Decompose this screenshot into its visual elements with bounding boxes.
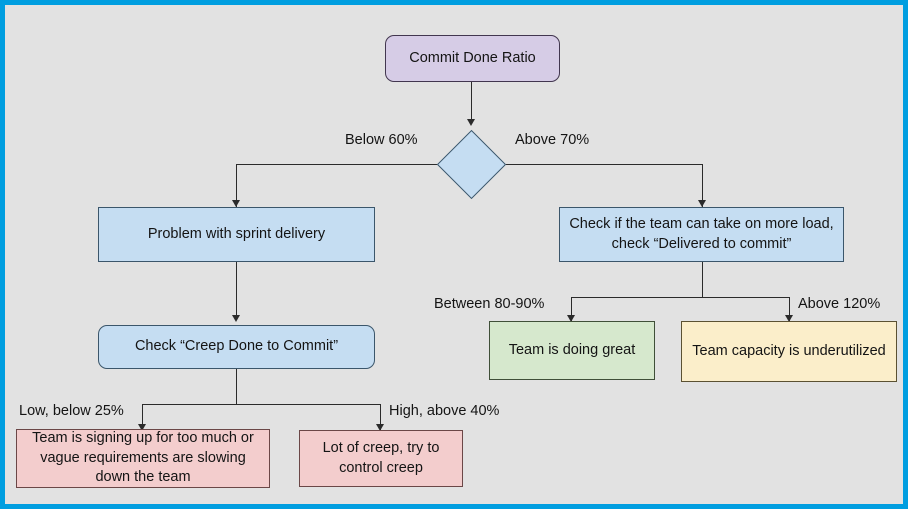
edge-label-between-80-90: Between 80-90% (434, 296, 545, 312)
node-lot-of-creep[interactable]: Lot of creep, try to control creep (299, 430, 463, 487)
connector-to-signing-up (142, 404, 144, 430)
node-team-is-doing-great[interactable]: Team is doing great (489, 321, 655, 380)
connector-split-right (504, 164, 703, 166)
edge-label-above-120: Above 120% (798, 296, 881, 312)
connector-split-left (236, 164, 439, 166)
edge-label-below-60: Below 60% (345, 132, 418, 148)
connector-to-check-capacity (702, 164, 704, 208)
connector-root-to-decision (471, 82, 473, 122)
connector-to-problem-sprint (236, 164, 238, 208)
node-team-signing-up-too-much[interactable]: Team is signing up for too much or vague… (16, 429, 270, 488)
edge-label-high-above-40: High, above 40% (389, 403, 500, 419)
arrowhead-underutilized (785, 315, 793, 322)
node-problem-with-sprint-delivery[interactable]: Problem with sprint delivery (98, 207, 375, 262)
connector-capacity-stem (702, 262, 704, 298)
connector-to-underutilized (789, 297, 791, 321)
connector-to-lot-of-creep (380, 404, 382, 430)
arrowhead-decision (467, 119, 475, 126)
edge-label-above-70: Above 70% (515, 132, 590, 148)
arrowhead-check-capacity (698, 200, 706, 207)
arrowhead-signing-up (138, 424, 146, 431)
arrowhead-problem-sprint (232, 200, 240, 207)
node-check-team-capacity[interactable]: Check if the team can take on more load,… (559, 207, 844, 262)
node-commit-done-ratio[interactable]: Commit Done Ratio (385, 35, 560, 82)
connector-creep-split (142, 404, 381, 406)
node-team-capacity-underutilized[interactable]: Team capacity is underutilized (681, 321, 897, 382)
arrowhead-team-great (567, 315, 575, 322)
node-decision-diamond[interactable] (436, 129, 507, 200)
connector-problem-to-check-creep (236, 262, 238, 320)
connector-capacity-split (571, 297, 790, 299)
node-check-creep-done-to-commit[interactable]: Check “Creep Done to Commit” (98, 325, 375, 369)
arrowhead-check-creep (232, 315, 240, 322)
connector-to-team-great (571, 297, 573, 321)
edge-label-low-below-25: Low, below 25% (19, 403, 124, 419)
connector-creep-stem (236, 369, 238, 405)
arrowhead-lot-of-creep (376, 424, 384, 431)
